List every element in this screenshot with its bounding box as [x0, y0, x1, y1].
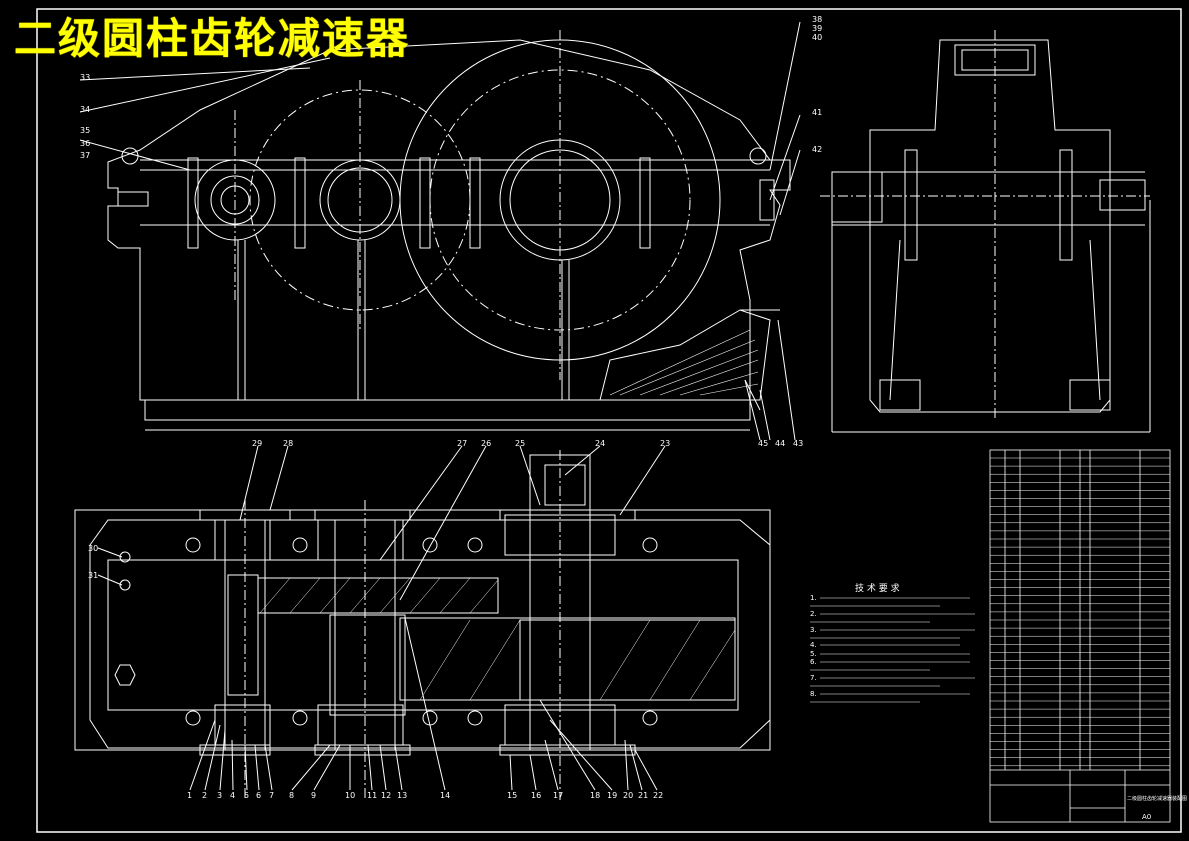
- tech-req-line-7: 7.: [810, 674, 817, 682]
- label-35: 35: [80, 126, 90, 135]
- label-16: 16: [531, 791, 541, 800]
- tech-req-line-3: 3.: [810, 626, 817, 634]
- label-13: 13: [397, 791, 407, 800]
- label-12: 12: [381, 791, 391, 800]
- label-18: 18: [590, 791, 600, 800]
- label-9: 9: [311, 791, 316, 800]
- label-43: 43: [793, 439, 803, 448]
- label-17: 17: [553, 791, 563, 800]
- label-15: 15: [507, 791, 517, 800]
- label-11: 11: [367, 791, 377, 800]
- title-block-sheet-size: A0: [1142, 813, 1151, 821]
- title-block: 二级圆柱齿轮减速器装配图 A0: [1127, 795, 1187, 821]
- front-view-labels: 33 34 35 36 37 38 39 40 41 42 43 44 45: [80, 15, 822, 448]
- label-21: 21: [638, 791, 648, 800]
- label-1: 1: [187, 791, 192, 800]
- plan-view-labels-top: 29 28 27 26 25 24 23: [252, 439, 670, 448]
- label-40: 40: [812, 33, 822, 42]
- front-view: [79, 21, 801, 441]
- tech-req-line-2: 2.: [810, 610, 817, 618]
- label-29: 29: [252, 439, 262, 448]
- plan-view: [74, 445, 771, 800]
- label-39: 39: [812, 24, 822, 33]
- tech-req-line-8: 8.: [810, 690, 817, 698]
- label-45: 45: [758, 439, 768, 448]
- title-block-drawing-name: 二级圆柱齿轮减速器装配图: [1127, 795, 1187, 802]
- label-26: 26: [481, 439, 491, 448]
- tech-req-line-5: 5.: [810, 650, 817, 658]
- label-8: 8: [289, 791, 294, 800]
- label-24: 24: [595, 439, 605, 448]
- label-31: 31: [88, 571, 98, 580]
- label-27: 27: [457, 439, 467, 448]
- label-4: 4: [230, 791, 235, 800]
- label-33: 33: [80, 73, 90, 82]
- sheet-border: [36, 8, 1182, 833]
- label-36: 36: [80, 139, 90, 148]
- drawing-title: 二级圆柱齿轮减速器: [14, 14, 411, 63]
- label-22: 22: [653, 791, 663, 800]
- tech-requirements-heading: 技 术 要 求: [855, 582, 900, 594]
- label-44: 44: [775, 439, 785, 448]
- label-23: 23: [660, 439, 670, 448]
- label-3: 3: [217, 791, 222, 800]
- label-5: 5: [244, 791, 249, 800]
- tech-req-line-1: 1.: [810, 594, 817, 602]
- label-37: 37: [80, 151, 90, 160]
- label-7: 7: [269, 791, 274, 800]
- label-6: 6: [256, 791, 261, 800]
- label-2: 2: [202, 791, 207, 800]
- tech-requirements: 技 术 要 求 1. 2. 3. 4. 5. 6. 7. 8.: [810, 582, 975, 703]
- label-30: 30: [88, 544, 98, 553]
- label-41: 41: [812, 108, 822, 117]
- label-20: 20: [623, 791, 633, 800]
- parts-list: [989, 449, 1171, 823]
- label-38: 38: [812, 15, 822, 24]
- side-view: [820, 30, 1151, 433]
- label-28: 28: [283, 439, 293, 448]
- label-19: 19: [607, 791, 617, 800]
- parts-list-rows: [990, 457, 1170, 767]
- label-10: 10: [345, 791, 355, 800]
- label-34: 34: [80, 105, 90, 114]
- plan-view-labels-left: 30 31: [88, 544, 98, 580]
- tech-req-line-4: 4.: [810, 641, 817, 649]
- tech-req-line-6: 6.: [810, 658, 817, 666]
- label-14: 14: [440, 791, 450, 800]
- plan-view-labels-bottom: 1 2 3 4 5 6 7 8 9 10 11 12 13 14 15 16 1…: [187, 791, 663, 800]
- label-42: 42: [812, 145, 822, 154]
- label-25: 25: [515, 439, 525, 448]
